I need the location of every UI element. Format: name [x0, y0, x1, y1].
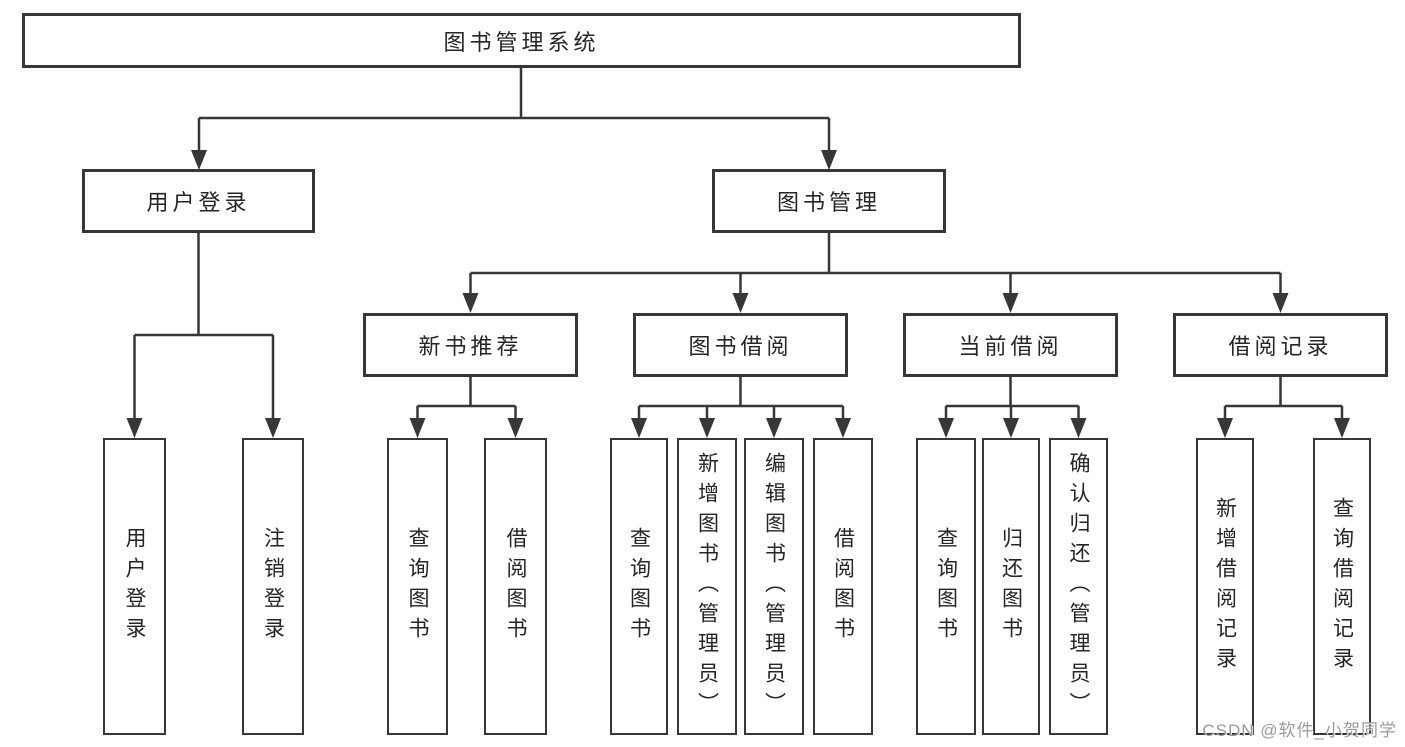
leaf-current-query-books: 查询图书	[916, 438, 976, 735]
node-label: 用户登录	[123, 526, 146, 647]
node-label: 用户登录	[146, 190, 251, 215]
leaf-user-login: 用户登录	[103, 438, 166, 735]
node-label: 借阅记录	[1228, 334, 1333, 359]
leaf-logout: 注销登录	[242, 438, 304, 735]
leaf-recommend-borrow-books: 借阅图书	[484, 438, 547, 735]
node-label: 归还图书	[999, 526, 1023, 647]
node-label: 查询图书	[406, 526, 429, 647]
node-label: 确认归还（管理员）	[1067, 451, 1090, 722]
node-label: 借阅图书	[504, 526, 527, 647]
node-label: 查询图书	[627, 526, 651, 647]
leaf-recommend-query-books: 查询图书	[387, 438, 448, 735]
leaf-borrowing-borrow-books: 借阅图书	[813, 438, 873, 735]
leaf-add-borrow-record: 新增借阅记录	[1196, 438, 1254, 735]
csdn-watermark: CSDN @软件_小贺同学	[1202, 721, 1397, 740]
node-label: 新增借阅记录	[1213, 496, 1237, 677]
leaf-edit-book-admin: 编辑图书（管理员）	[744, 438, 804, 735]
node-new-book-recommend: 新书推荐	[363, 313, 578, 377]
node-root-system: 图书管理系统	[22, 13, 1021, 68]
leaf-confirm-return-admin: 确认归还（管理员）	[1049, 438, 1108, 735]
node-label: 查询图书	[934, 526, 958, 647]
node-label: 借阅图书	[831, 526, 855, 647]
node-label: 图书借阅	[688, 334, 793, 359]
node-book-borrowing: 图书借阅	[633, 313, 848, 377]
node-user-login: 用户登录	[82, 169, 315, 233]
node-borrow-records: 借阅记录	[1173, 313, 1388, 377]
leaf-query-borrow-record: 查询借阅记录	[1313, 438, 1371, 735]
node-label: 新书推荐	[418, 334, 523, 359]
node-book-management: 图书管理	[712, 169, 946, 233]
leaf-add-book-admin: 新增图书（管理员）	[677, 438, 737, 735]
node-label: 当前借阅	[958, 334, 1063, 359]
node-current-borrowing: 当前借阅	[903, 313, 1118, 377]
node-label: 注销登录	[261, 526, 285, 647]
node-label: 编辑图书（管理员）	[762, 451, 786, 722]
node-label: 查询借阅记录	[1330, 496, 1354, 677]
node-label: 图书管理	[776, 190, 881, 215]
leaf-return-books: 归还图书	[982, 438, 1040, 735]
leaf-borrowing-query-books: 查询图书	[610, 438, 668, 735]
node-label: 图书管理系统	[443, 29, 600, 55]
node-label: 新增图书（管理员）	[695, 451, 719, 722]
